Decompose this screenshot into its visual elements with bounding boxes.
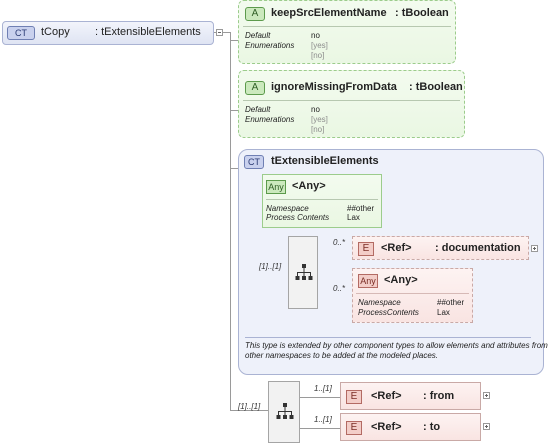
root-type: : tExtensibleElements (95, 26, 201, 38)
root-name: tCopy (41, 26, 70, 38)
default-value: no (311, 105, 320, 114)
any-name: <Any> (292, 180, 326, 192)
attribute-type: : tBoolean (409, 81, 463, 93)
enum-value: [yes] (311, 41, 328, 50)
connector (230, 40, 238, 41)
collapse-toggle-icon[interactable] (216, 29, 223, 36)
element-ref-card[interactable]: E <Ref> : from (340, 382, 481, 410)
occurrence-label: 0..* (333, 284, 346, 293)
element-badge-icon: E (358, 242, 374, 256)
element-type: : to (423, 421, 441, 433)
occurrence-label: 1..[1] (314, 384, 332, 393)
root-node[interactable]: CT tCopy : tExtensibleElements (2, 21, 214, 45)
sequence-icon (295, 264, 313, 280)
enumerations-label: Enumerations (245, 115, 295, 124)
element-ref: <Ref> (371, 390, 402, 402)
note-line: other namespaces to be added at the mode… (245, 351, 439, 360)
connector (230, 410, 268, 411)
attribute-card[interactable]: A keepSrcElementName : tBoolean Default … (238, 0, 456, 64)
namespace-label: Namespace (266, 204, 309, 213)
occurrence-label: [1]..[1] (238, 402, 261, 411)
note-line: This type is extended by other component… (245, 341, 548, 350)
namespace-value: ##other (347, 204, 375, 213)
default-label: Default (245, 105, 271, 114)
connector (222, 32, 230, 33)
enum-value: [no] (311, 125, 325, 134)
enumerations-label: Enumerations (245, 41, 295, 50)
process-contents-value: Lax (347, 213, 360, 222)
divider (356, 293, 469, 294)
default-value: no (311, 31, 320, 40)
connector (230, 110, 238, 111)
complex-type-badge-icon: CT (244, 155, 264, 169)
element-ref-card[interactable]: E <Ref> : documentation (352, 236, 529, 260)
divider (243, 26, 451, 27)
element-badge-icon: E (346, 390, 362, 404)
expand-toggle-icon[interactable] (483, 423, 490, 430)
occurrence-label: 1..[1] (314, 415, 332, 424)
occurrence-label: [1]..[1] (259, 262, 282, 271)
sequence-compositor[interactable] (288, 236, 318, 309)
attribute-name: ignoreMissingFromData (271, 81, 397, 93)
element-ref: <Ref> (371, 421, 402, 433)
any-element-card[interactable]: Any <Any> Namespace ##other ProcessConte… (352, 268, 473, 323)
any-badge-icon: Any (358, 274, 378, 288)
attribute-card[interactable]: A ignoreMissingFromData : tBoolean Defau… (238, 70, 465, 138)
complex-type-name: tExtensibleElements (271, 155, 379, 167)
divider (266, 199, 378, 200)
occurrence-label: 0..* (333, 238, 346, 247)
expand-toggle-icon[interactable] (483, 392, 490, 399)
divider (245, 337, 531, 338)
namespace-value: ##other (437, 298, 465, 307)
process-contents-label: ProcessContents (358, 308, 419, 317)
connector (300, 428, 340, 429)
element-type: : documentation (435, 242, 521, 254)
element-ref: <Ref> (381, 242, 412, 254)
element-badge-icon: E (346, 421, 362, 435)
sequence-icon (276, 403, 294, 419)
namespace-label: Namespace (358, 298, 401, 307)
any-name: <Any> (384, 274, 418, 286)
attribute-badge-icon: A (245, 7, 265, 21)
divider (243, 100, 460, 101)
connector (230, 168, 238, 169)
connector (300, 397, 340, 398)
attribute-name: keepSrcElementName (271, 7, 387, 19)
attribute-badge-icon: A (245, 81, 265, 95)
any-badge-icon: Any (266, 180, 286, 194)
attribute-type: : tBoolean (395, 7, 449, 19)
expand-toggle-icon[interactable] (531, 245, 538, 252)
sequence-compositor[interactable] (268, 381, 300, 443)
enum-value: [no] (311, 51, 325, 60)
any-element-card[interactable]: Any <Any> Namespace ##other Process Cont… (262, 174, 382, 228)
default-label: Default (245, 31, 271, 40)
element-ref-card[interactable]: E <Ref> : to (340, 413, 481, 441)
process-contents-value: Lax (437, 308, 450, 317)
connector-trunk (230, 32, 231, 410)
element-type: : from (423, 390, 455, 402)
process-contents-label: Process Contents (266, 213, 330, 222)
complex-type-badge-icon: CT (7, 26, 35, 40)
enum-value: [yes] (311, 115, 328, 124)
